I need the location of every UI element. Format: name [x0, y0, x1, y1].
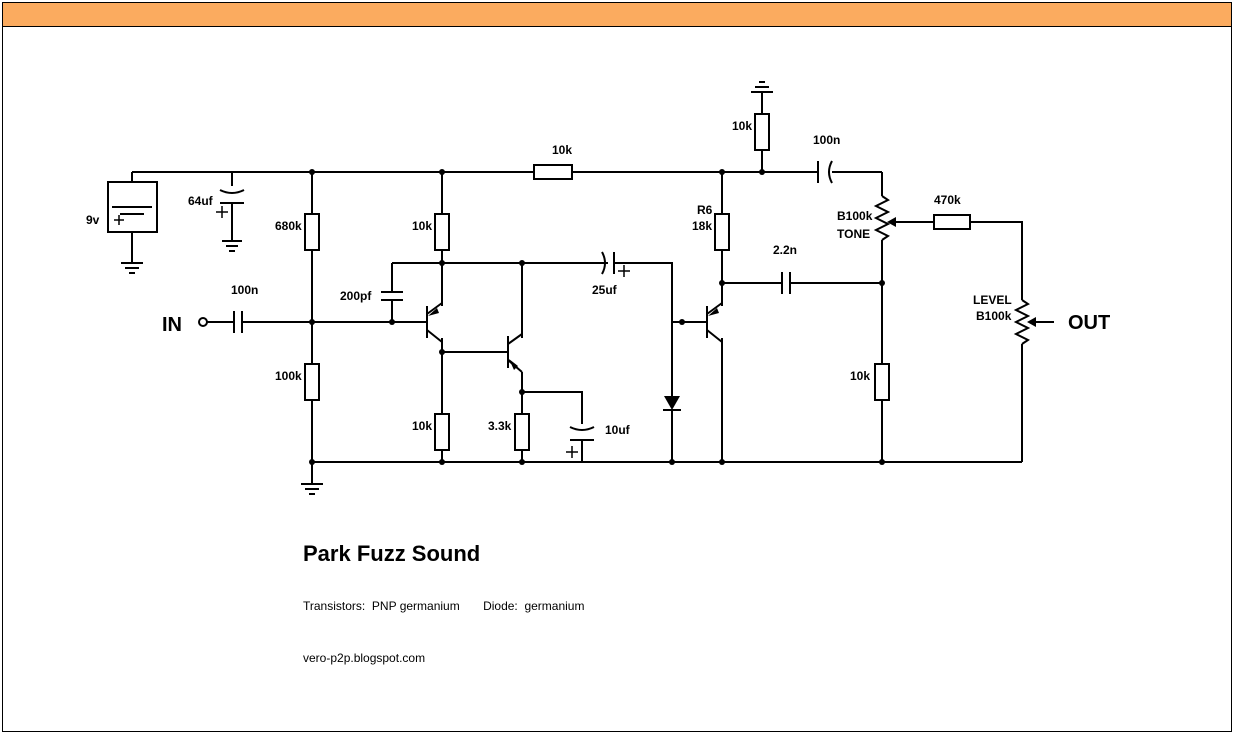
resistor-100k	[304, 363, 320, 401]
cap-100n-in-label: 100n	[231, 283, 258, 297]
resistor-470k-label: 470k	[934, 193, 961, 207]
plus-icon	[566, 446, 578, 458]
resistor-10k-tone-label: 10k	[850, 369, 870, 383]
resistor-10k-ground-label: 10k	[732, 119, 752, 133]
diagram-title: Park Fuzz Sound	[303, 541, 481, 566]
ground-icon	[222, 240, 242, 252]
transistor-q3	[706, 302, 723, 343]
component-info: Transistors: PNP germanium Diode: german…	[303, 599, 584, 613]
tone-pot-value: B100k	[837, 209, 873, 223]
junction-dots	[309, 169, 885, 465]
cap-10uf-label: 10uf	[605, 423, 631, 437]
resistor-100k-label: 100k	[275, 369, 302, 383]
diode-value: germanium	[524, 599, 585, 613]
cap-10uf	[569, 426, 595, 431]
resistor-3k3	[514, 413, 530, 451]
resistor-q1-collector-label: 10k	[412, 219, 432, 233]
resistor-q1-emitter-label: 10k	[412, 419, 432, 433]
resistor-680k	[304, 213, 320, 251]
input-label: IN	[162, 314, 182, 336]
resistor-10k-ground	[754, 113, 770, 151]
cap-25uf	[601, 251, 606, 275]
resistor-680k-label: 680k	[275, 219, 302, 233]
battery-label: 9v	[86, 213, 100, 227]
level-pot	[1013, 299, 1031, 345]
output-label: OUT	[1068, 312, 1110, 334]
resistor-10k-tone	[874, 363, 890, 401]
cap-2n2	[781, 272, 791, 294]
source-site: vero-p2p.blogspot.com	[303, 651, 426, 665]
cap-100n-tone-label: 100n	[813, 133, 840, 147]
cap-64uf	[219, 189, 245, 194]
resistor-q1-collector	[434, 213, 450, 251]
level-pot-name: LEVEL	[973, 293, 1012, 307]
ground-icon	[751, 81, 773, 93]
level-wiper-arrow-icon	[1027, 317, 1036, 327]
diode-label: Diode:	[483, 599, 518, 613]
battery-plus-icon	[114, 215, 124, 225]
resistor-q1-emitter	[434, 413, 450, 451]
resistor-r6-name: R6	[697, 203, 713, 217]
resistor-r6-label: 18k	[692, 219, 712, 233]
tone-pot-name: TONE	[837, 227, 870, 241]
cap-64uf-label: 64uf	[188, 194, 214, 208]
transistor-q1	[426, 302, 443, 343]
plus-icon	[216, 206, 228, 218]
top-bar	[3, 3, 1231, 27]
resistor-r6	[714, 213, 730, 251]
resistor-3k3-label: 3.3k	[488, 419, 512, 433]
tone-wiper-arrow-icon	[887, 217, 896, 227]
cap-200pf-label: 200pf	[340, 289, 372, 303]
ground-icon	[301, 483, 323, 495]
cap-25uf-label: 25uf	[592, 283, 618, 297]
cap-100n-in	[233, 311, 243, 333]
tone-pot	[873, 195, 891, 241]
level-pot-value: B100k	[976, 309, 1012, 323]
resistor-10k-supply	[533, 164, 573, 180]
cap-200pf	[381, 291, 403, 301]
transistors-label: Transistors:	[303, 599, 366, 613]
transistors-value: PNP germanium	[371, 599, 460, 613]
resistor-10k-supply-label: 10k	[552, 143, 572, 157]
input-jack	[198, 317, 208, 327]
plus-icon	[618, 265, 630, 277]
diode	[664, 396, 680, 410]
battery-ground-icon	[121, 262, 143, 274]
cap-2n2-label: 2.2n	[773, 243, 797, 257]
resistor-470k	[933, 214, 971, 230]
